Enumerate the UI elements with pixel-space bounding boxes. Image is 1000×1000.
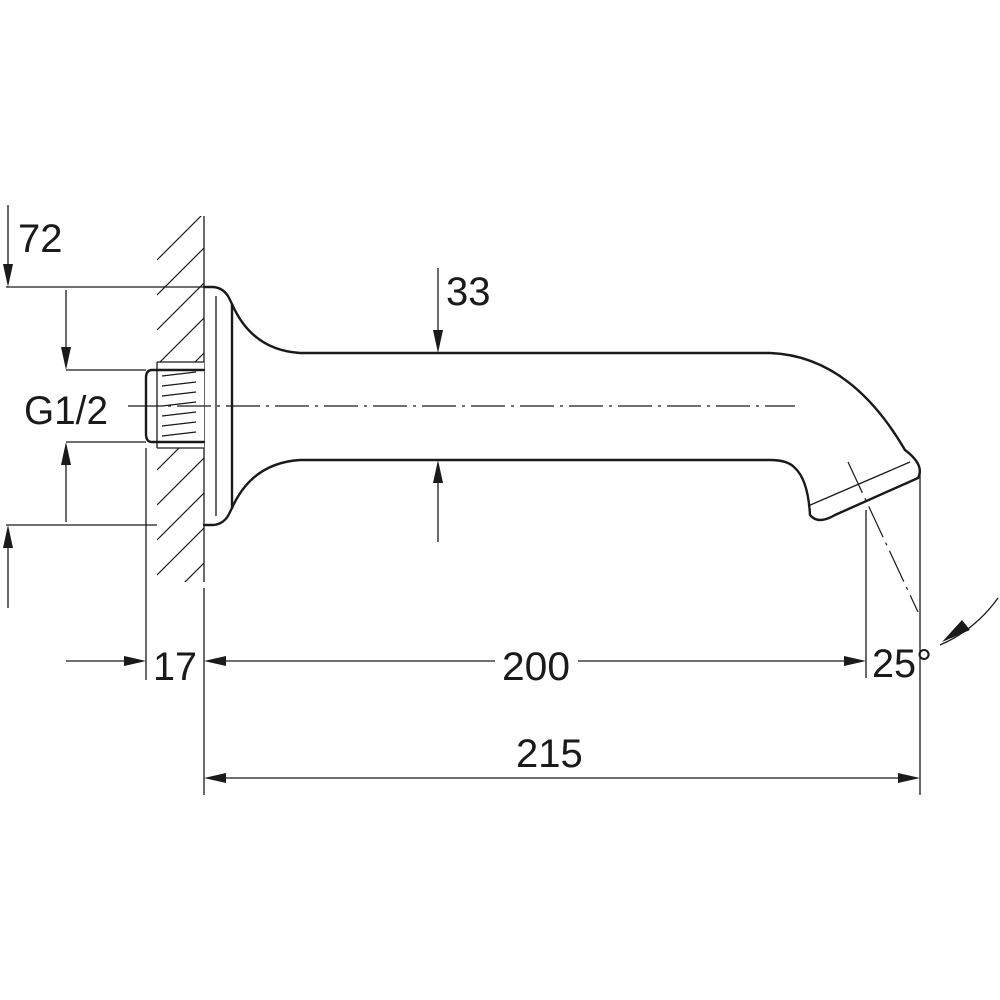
dimension-label-200: 200 [502,645,570,689]
dimension-label-215: 215 [516,732,583,776]
dimension-label-33: 33 [446,270,491,314]
centerlines [128,405,919,613]
dimension-flange-height: 72 [3,205,204,608]
dimension-spout-diameter: 33 [433,268,491,542]
spout-body [202,285,922,527]
dimension-horizontal-lengths: 17 200 [66,448,867,795]
dimension-label-25-degrees: 25° [872,642,932,686]
dimension-total-length: 215 [204,470,921,795]
dimension-outlet-angle: 25° [872,597,999,686]
dimension-thread: G1/2 [24,290,146,522]
dimension-label-17: 17 [153,645,197,689]
dimension-label-72: 72 [18,217,63,261]
dimension-label-thread: G1/2 [24,389,108,433]
